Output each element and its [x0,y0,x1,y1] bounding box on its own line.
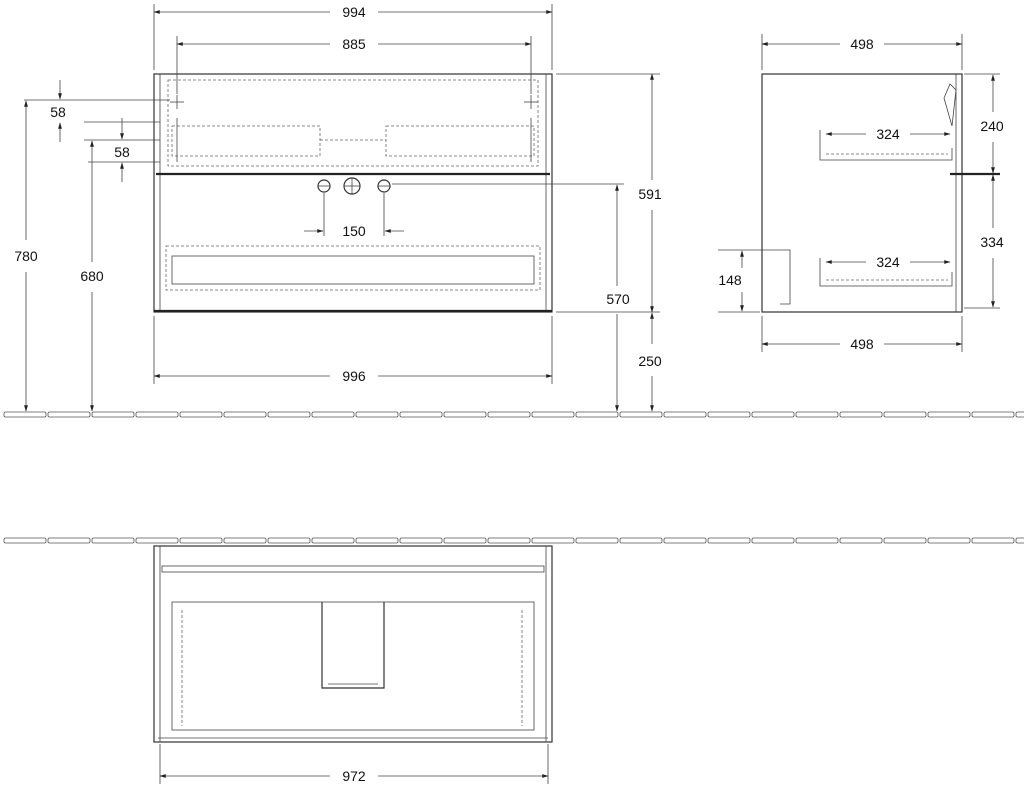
dim-total-height: 780 [14,248,38,264]
floor-tile [267,411,311,418]
floor-tile [971,411,1015,418]
floor-tile [883,411,927,418]
floor-tile [839,411,883,418]
floor-tile [707,537,751,544]
floor-tile [795,537,839,544]
dim-upper-offset: 58 [50,104,66,120]
floor-tile [971,537,1015,544]
dim-lower-drawer-depth: 324 [876,254,900,270]
floor-tile [399,537,443,544]
floor-tile [707,411,751,418]
floor-tile [663,537,707,544]
floor-tile [179,537,223,544]
floor-tile [575,537,619,544]
floor-tile [311,537,355,544]
floor-tile [223,537,267,544]
floor-tile [531,411,575,418]
floor-tile [619,411,663,418]
dim-side-depth-bottom: 498 [850,336,874,352]
floor-tile [443,411,487,418]
floor-line-plan [3,537,1024,544]
floor-tile [795,411,839,418]
floor-tile [531,537,575,544]
floor-tile [47,411,91,418]
floor-tile [751,411,795,418]
floor-line-front [3,411,1024,418]
floor-tile [3,411,47,418]
floor-tile [663,411,707,418]
dim-lower-drawer-height: 334 [980,234,1004,250]
floor-tile [1015,411,1024,418]
floor-tile [355,537,399,544]
dim-overall-top-width: 994 [342,4,366,20]
floor-tile [91,537,135,544]
dim-side-depth-top: 498 [850,36,874,52]
floor-tile [223,411,267,418]
cabinet-body [153,73,553,313]
dim-hole-spacing: 885 [342,36,366,52]
floor-tile [751,537,795,544]
floor-tile [47,537,91,544]
floor-tile [267,537,311,544]
dim-tap-height: 570 [606,291,630,307]
plan-body [153,545,553,743]
dim-plan-inner-width: 972 [342,768,366,784]
side-body [761,73,963,313]
floor-tile [487,537,531,544]
dim-upper-drawer-depth: 324 [876,126,900,142]
side-view: 498 324 324 240 334 148 498 [718,34,1004,352]
floor-tile [91,411,135,418]
front-view: 994 885 58 58 780 680 150 [14,4,662,412]
floor-tile [135,411,179,418]
floor-tile [135,537,179,544]
dim-floor-gap: 250 [638,353,662,369]
floor-tile [927,411,971,418]
tap-holes [317,177,391,195]
floor-tile [3,537,47,544]
mount-hole-right [524,95,538,109]
dim-siphon-height: 148 [718,272,742,288]
floor-tile [311,411,355,418]
plan-view: 972 [153,545,553,784]
floor-tile [443,537,487,544]
dim-upper-drawer-height: 240 [980,118,1004,134]
drawer-interior [171,601,535,731]
floor-tile [487,411,531,418]
floor-tile [1015,537,1024,544]
floor-tile [355,411,399,418]
dim-cabinet-height: 591 [638,186,662,202]
floor-tile [883,537,927,544]
mount-hole-left [170,95,184,109]
floor-tile [619,537,663,544]
floor-tile [399,411,443,418]
floor-tile [927,537,971,544]
dim-bottom-width: 996 [342,368,366,384]
dim-tap-spacing: 150 [342,223,366,239]
dim-mount-height: 680 [80,268,104,284]
siphon-cutout [321,602,385,689]
floor-tile [839,537,883,544]
floor-tile [575,411,619,418]
dim-lower-offset: 58 [114,144,130,160]
floor-tile [179,411,223,418]
